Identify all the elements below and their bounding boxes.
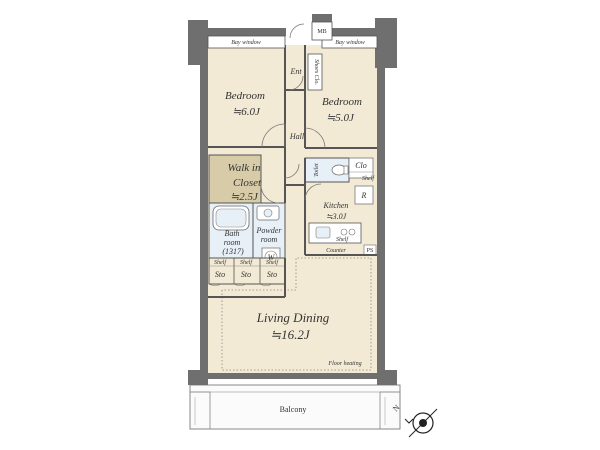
counter-label: Counter [326,248,346,254]
storage-2: Sto [241,270,251,279]
walk-in-closet-name-1: Walk in [228,162,261,174]
bedroom-west-name: Bedroom [225,90,265,102]
washer-label: W [268,253,276,262]
kitchen-details [308,157,377,256]
bathroom-name-1: Bath [224,229,239,238]
kitchen-name: Kitchen [323,201,349,210]
north-compass-icon [404,408,438,438]
floor-heating-zone [221,257,372,371]
pipe-space-label: PS [367,248,374,254]
entrance-label: Ent [289,67,302,76]
bay-windows [207,35,378,49]
walk-in-closet-name-2: Closet [233,177,262,189]
door-swings [260,23,326,204]
powder-room-name-2: room [261,235,278,244]
bathroom-name-2: room [224,238,241,247]
bay-window-east-label: Bay window [335,40,365,46]
wet-areas [208,157,350,267]
toilet-label: Toilet [314,163,320,177]
storage-3: Sto [267,270,277,279]
balcony-area [189,384,401,430]
powder-room-name-1: Powder [256,226,283,235]
counter-shelf-label: Shelf [336,236,349,243]
bathroom-spec: (1317) [222,247,244,256]
floor-heating-label: Floor heating [327,361,361,367]
storage-1: Sto [215,270,225,279]
bedroom-east-size: ≒5.0J [326,112,355,124]
balcony-label: Balcony [280,405,307,414]
storage-shelf-2: Shelf [240,259,253,266]
walk-in-closet-area [208,154,262,204]
hall-label: Hall [289,132,305,141]
storage-shelf-1: Shelf [214,259,227,266]
living-dining-size: ≒16.2J [270,327,311,342]
living-dining-name: Living Dining [256,310,330,325]
storage-shelf-3: Shelf [266,259,279,266]
shoe-closet [307,53,323,91]
bay-window-west-label: Bay window [231,40,261,46]
floor-fill [207,45,378,378]
closet-label: Clo [355,161,367,170]
north-label: N [391,403,402,414]
walk-in-closet-size: ≒2.5J [230,191,259,203]
meter-box [311,21,333,41]
mb-label: MB [317,29,326,35]
kitchen-size: ≒3.0J [326,212,347,221]
bedroom-west-size: ≒6.0J [232,106,261,118]
closet-shelf-label: Shelf [362,175,375,182]
shoe-closet-label: Shoes Clo. [313,59,319,85]
storage-strip [208,257,286,286]
exterior-walls [188,14,397,385]
bedroom-east-name: Bedroom [322,96,362,108]
refrigerator-label: R [361,191,367,200]
